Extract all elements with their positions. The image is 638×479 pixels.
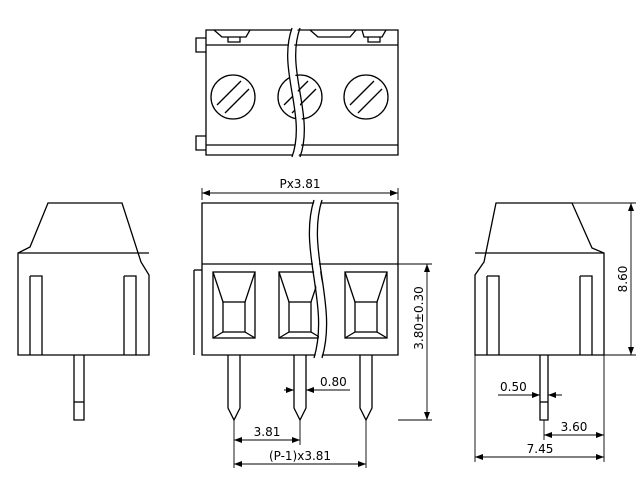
right-side-view: 8.60 0.50 3.60 7.45 [474,202,636,462]
screw-3 [343,74,389,120]
dim-pitch-width: Px3.81 [201,177,399,200]
dim-height-total: 8.60 [572,202,636,356]
dim-label-pin-offset: 3.60 [561,420,588,434]
left-side-view [17,202,150,421]
dim-pin-pitch: 3.81 [233,420,301,468]
dim-height-body: 3.80±0.30 [398,263,432,421]
dim-label-height-total: 8.60 [616,266,630,293]
dim-label-pin-width: 0.80 [320,375,347,389]
dim-pin-span: (P-1)x3.81 [234,420,367,468]
dim-label-height-body: 3.80±0.30 [412,286,426,350]
wire-entry-3 [344,271,388,339]
top-view [195,26,399,159]
dim-label-pin-thickness: 0.50 [500,380,527,394]
screw-1 [210,74,256,120]
dim-label-pin-pitch: 3.81 [254,425,281,439]
wire-entry-1 [212,271,256,339]
dim-pin-width: 0.80 [284,375,350,393]
front-view: Px3.81 3.80±0.30 0.80 3.81 [193,177,432,468]
dim-pin-offset: 3.60 [543,355,605,462]
dim-label-depth: 7.45 [527,442,554,456]
dim-depth: 7.45 [474,355,604,462]
dim-label-pin-span: (P-1)x3.81 [269,449,331,463]
dim-label-pitch-width: Px3.81 [279,177,320,191]
dim-pin-thickness: 0.50 [498,380,562,398]
